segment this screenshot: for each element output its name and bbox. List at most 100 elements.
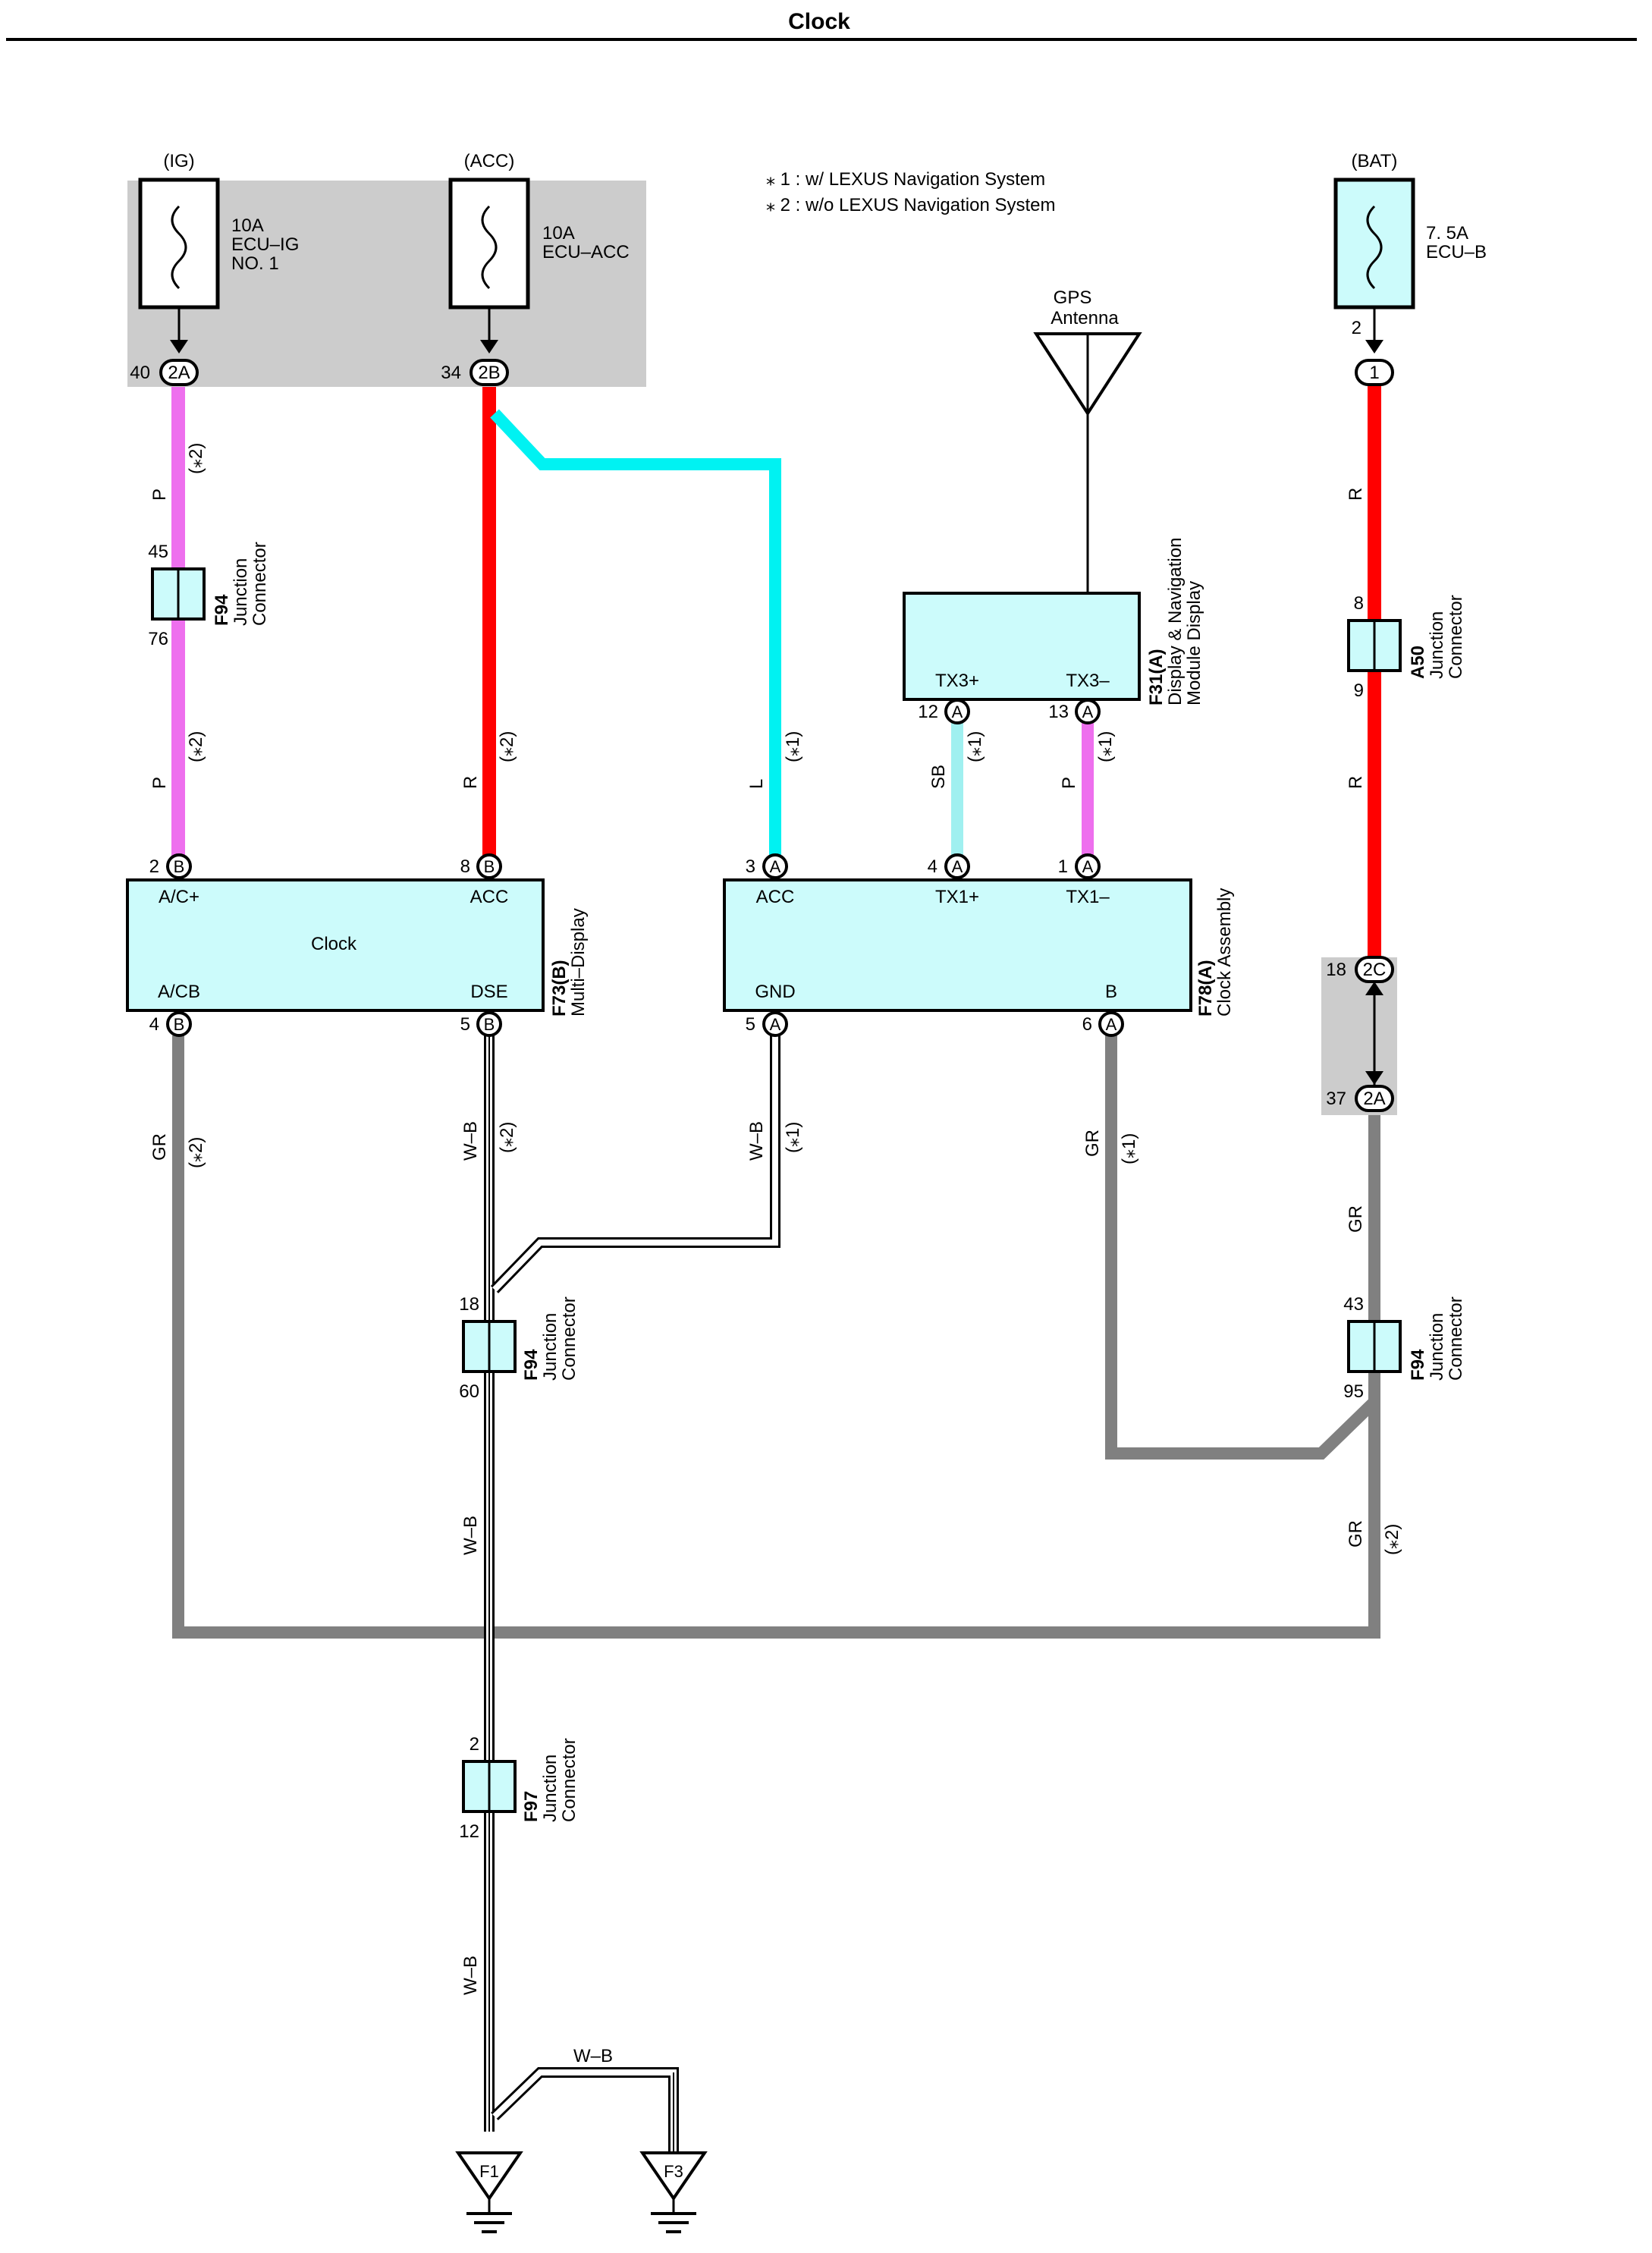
ca-pin-code-5: A — [770, 1015, 781, 1034]
connector-2a-ig-pin: 40 — [130, 363, 150, 383]
nav-pin-num-12: 12 — [918, 702, 938, 722]
fuse-ig-name: ECU–IG — [231, 234, 299, 255]
wire-label-2: P (⁎2) — [149, 731, 206, 789]
junction-f94-gr-name2: Connector — [1446, 1296, 1466, 1381]
ca-pin-code-6: A — [1106, 1015, 1117, 1034]
wire-label-16-color: W–B — [460, 1956, 481, 1995]
fuse-ig-source: (IG) — [163, 151, 194, 171]
md-pin-num-2: 2 — [149, 856, 159, 877]
junction-f94-ig: 45 76 F94 Junction Connector — [148, 542, 270, 649]
fuse-bat-name: ECU–B — [1426, 242, 1487, 262]
wire-label-4-color: L — [746, 779, 767, 789]
fuse-ig-rating: 10A — [231, 215, 264, 236]
fuse-acc: (ACC) 10A ECU–ACC — [448, 151, 630, 354]
wire-label-4-note: (⁎1) — [783, 731, 803, 762]
note-2: ⁎ 2 : w/o LEXUS Navigation System — [766, 195, 1056, 215]
ca-bottom-label-gnd: GND — [755, 982, 795, 1002]
junction-f94-ig-name2: Connector — [250, 542, 270, 626]
nav-pin-code-12: A — [952, 702, 963, 721]
junction-f97-pin-bottom: 12 — [459, 1821, 479, 1842]
md-top-label-acp: A/C+ — [159, 887, 199, 907]
fuse-acc-name: ECU–ACC — [542, 242, 630, 262]
wire-gr-clock — [1105, 1035, 1379, 1460]
ca-pin-code-3: A — [770, 857, 781, 876]
wire-label-6: P (⁎1) — [1059, 731, 1116, 789]
wire-label-8-color: R — [1346, 776, 1366, 789]
nav-pin-label-tx3p: TX3+ — [935, 671, 979, 691]
ca-pin-num-3: 3 — [746, 856, 755, 877]
fuse-ig: (IG) 10A ECU–IG NO. 1 — [138, 151, 299, 354]
junction-f97: 2 12 F97 Junction Connector — [459, 1734, 579, 1842]
wire-label-1: P (⁎2) — [149, 443, 206, 501]
wire-label-15-note: (⁎2) — [1382, 1524, 1402, 1555]
connector-2c-pin: 18 — [1326, 960, 1346, 980]
wb-horizontal-label: W–B — [573, 2046, 613, 2066]
wire-label-2-note: (⁎2) — [186, 731, 206, 762]
wire-gr-main — [172, 1035, 1380, 1639]
nav-display-name2: Module Display — [1184, 581, 1204, 705]
ca-top-label-acc: ACC — [756, 887, 795, 907]
wire-label-12-note: (⁎1) — [1119, 1133, 1139, 1164]
wire-label-9-note: (⁎2) — [186, 1137, 206, 1168]
fuse-ig-name2: NO. 1 — [231, 253, 279, 274]
wire-label-9-color: GR — [149, 1133, 170, 1161]
connector-1-bat-code: 1 — [1369, 363, 1379, 383]
wire-label-5-note: (⁎1) — [965, 731, 985, 762]
junction-a50-name1: Junction — [1427, 611, 1447, 679]
md-top-label-acc: ACC — [470, 887, 509, 907]
ca-pin-num-4: 4 — [928, 856, 937, 877]
ca-top-label-tx1p: TX1+ — [935, 887, 979, 907]
connector-2a-ig: 2A 40 — [130, 359, 199, 386]
wire-label-5: SB (⁎1) — [928, 731, 985, 789]
fuse-bat: (BAT) 7. 5A ECU–B 2 — [1333, 151, 1487, 354]
connector-2c-code: 2C — [1363, 960, 1387, 980]
wire-label-11-color: W–B — [746, 1121, 767, 1161]
wire-label-1-note: (⁎2) — [186, 443, 206, 474]
connector-2a-pin: 37 — [1326, 1089, 1346, 1109]
clock-assembly-code: F78(A) — [1195, 960, 1216, 1017]
junction-a50-pin-top: 8 — [1354, 593, 1364, 614]
wire-label-13: GR — [1346, 1205, 1366, 1233]
fuse-acc-rating: 10A — [542, 223, 575, 244]
ca-bottom-label-b: B — [1105, 982, 1117, 1002]
gps-line2: Antenna — [1051, 308, 1119, 328]
ground-f1-label: F1 — [479, 2162, 499, 2181]
wire-label-9: GR (⁎2) — [149, 1133, 206, 1168]
page-title: Clock — [788, 9, 850, 34]
junction-f97-pin-top: 2 — [470, 1734, 479, 1755]
wire-label-12: GR (⁎1) — [1082, 1130, 1139, 1164]
junction-f97-code: F97 — [521, 1791, 542, 1822]
junction-f94-wb-pin-bottom: 60 — [459, 1381, 479, 1402]
connector-2a-ig-code: 2A — [168, 363, 190, 383]
ground-f1: F1 — [455, 2151, 523, 2233]
junction-f94-gr-name1: Junction — [1427, 1313, 1447, 1381]
fuse-acc-source: (ACC) — [464, 151, 515, 171]
wire-label-3-note: (⁎2) — [497, 731, 517, 762]
ca-pin-num-6: 6 — [1082, 1014, 1092, 1035]
junction-f94-wb-name2: Connector — [559, 1296, 579, 1381]
wire-label-4: L (⁎1) — [746, 731, 803, 789]
nav-display-module: TX3+ TX3– A 12 A 13 F31(A) Display & Nav… — [903, 538, 1204, 724]
clock-assembly-name: Clock Assembly — [1214, 888, 1235, 1017]
connector-2a-code: 2A — [1363, 1089, 1385, 1109]
junction-a50-code: A50 — [1408, 646, 1428, 679]
note-1: ⁎ 1 : w/ LEXUS Navigation System — [766, 169, 1045, 190]
wire-label-11-note: (⁎1) — [783, 1122, 803, 1153]
nav-display-code: F31(A) — [1146, 649, 1167, 705]
wire-label-10-note: (⁎2) — [497, 1122, 517, 1153]
md-pin-code-4: B — [174, 1015, 185, 1034]
wire-label-14: W–B — [460, 1516, 481, 1555]
wire-label-11: W–B (⁎1) — [746, 1121, 803, 1161]
wire-label-2-color: P — [149, 777, 170, 789]
connector-2b-acc: 2B 34 — [441, 359, 509, 386]
wire-label-7: R — [1346, 488, 1366, 501]
junction-a50-pin-bottom: 9 — [1354, 680, 1364, 701]
junction-f94-gr-pin-bottom: 95 — [1343, 1381, 1364, 1402]
wire-label-7-color: R — [1346, 488, 1366, 501]
junction-a50: 8 9 A50 Junction Connector — [1347, 593, 1466, 701]
ground-f3: F3 — [639, 2151, 708, 2233]
nav-pin-code-13: A — [1082, 702, 1094, 721]
wire-label-5-color: SB — [928, 765, 949, 789]
junction-a50-name2: Connector — [1446, 595, 1466, 679]
